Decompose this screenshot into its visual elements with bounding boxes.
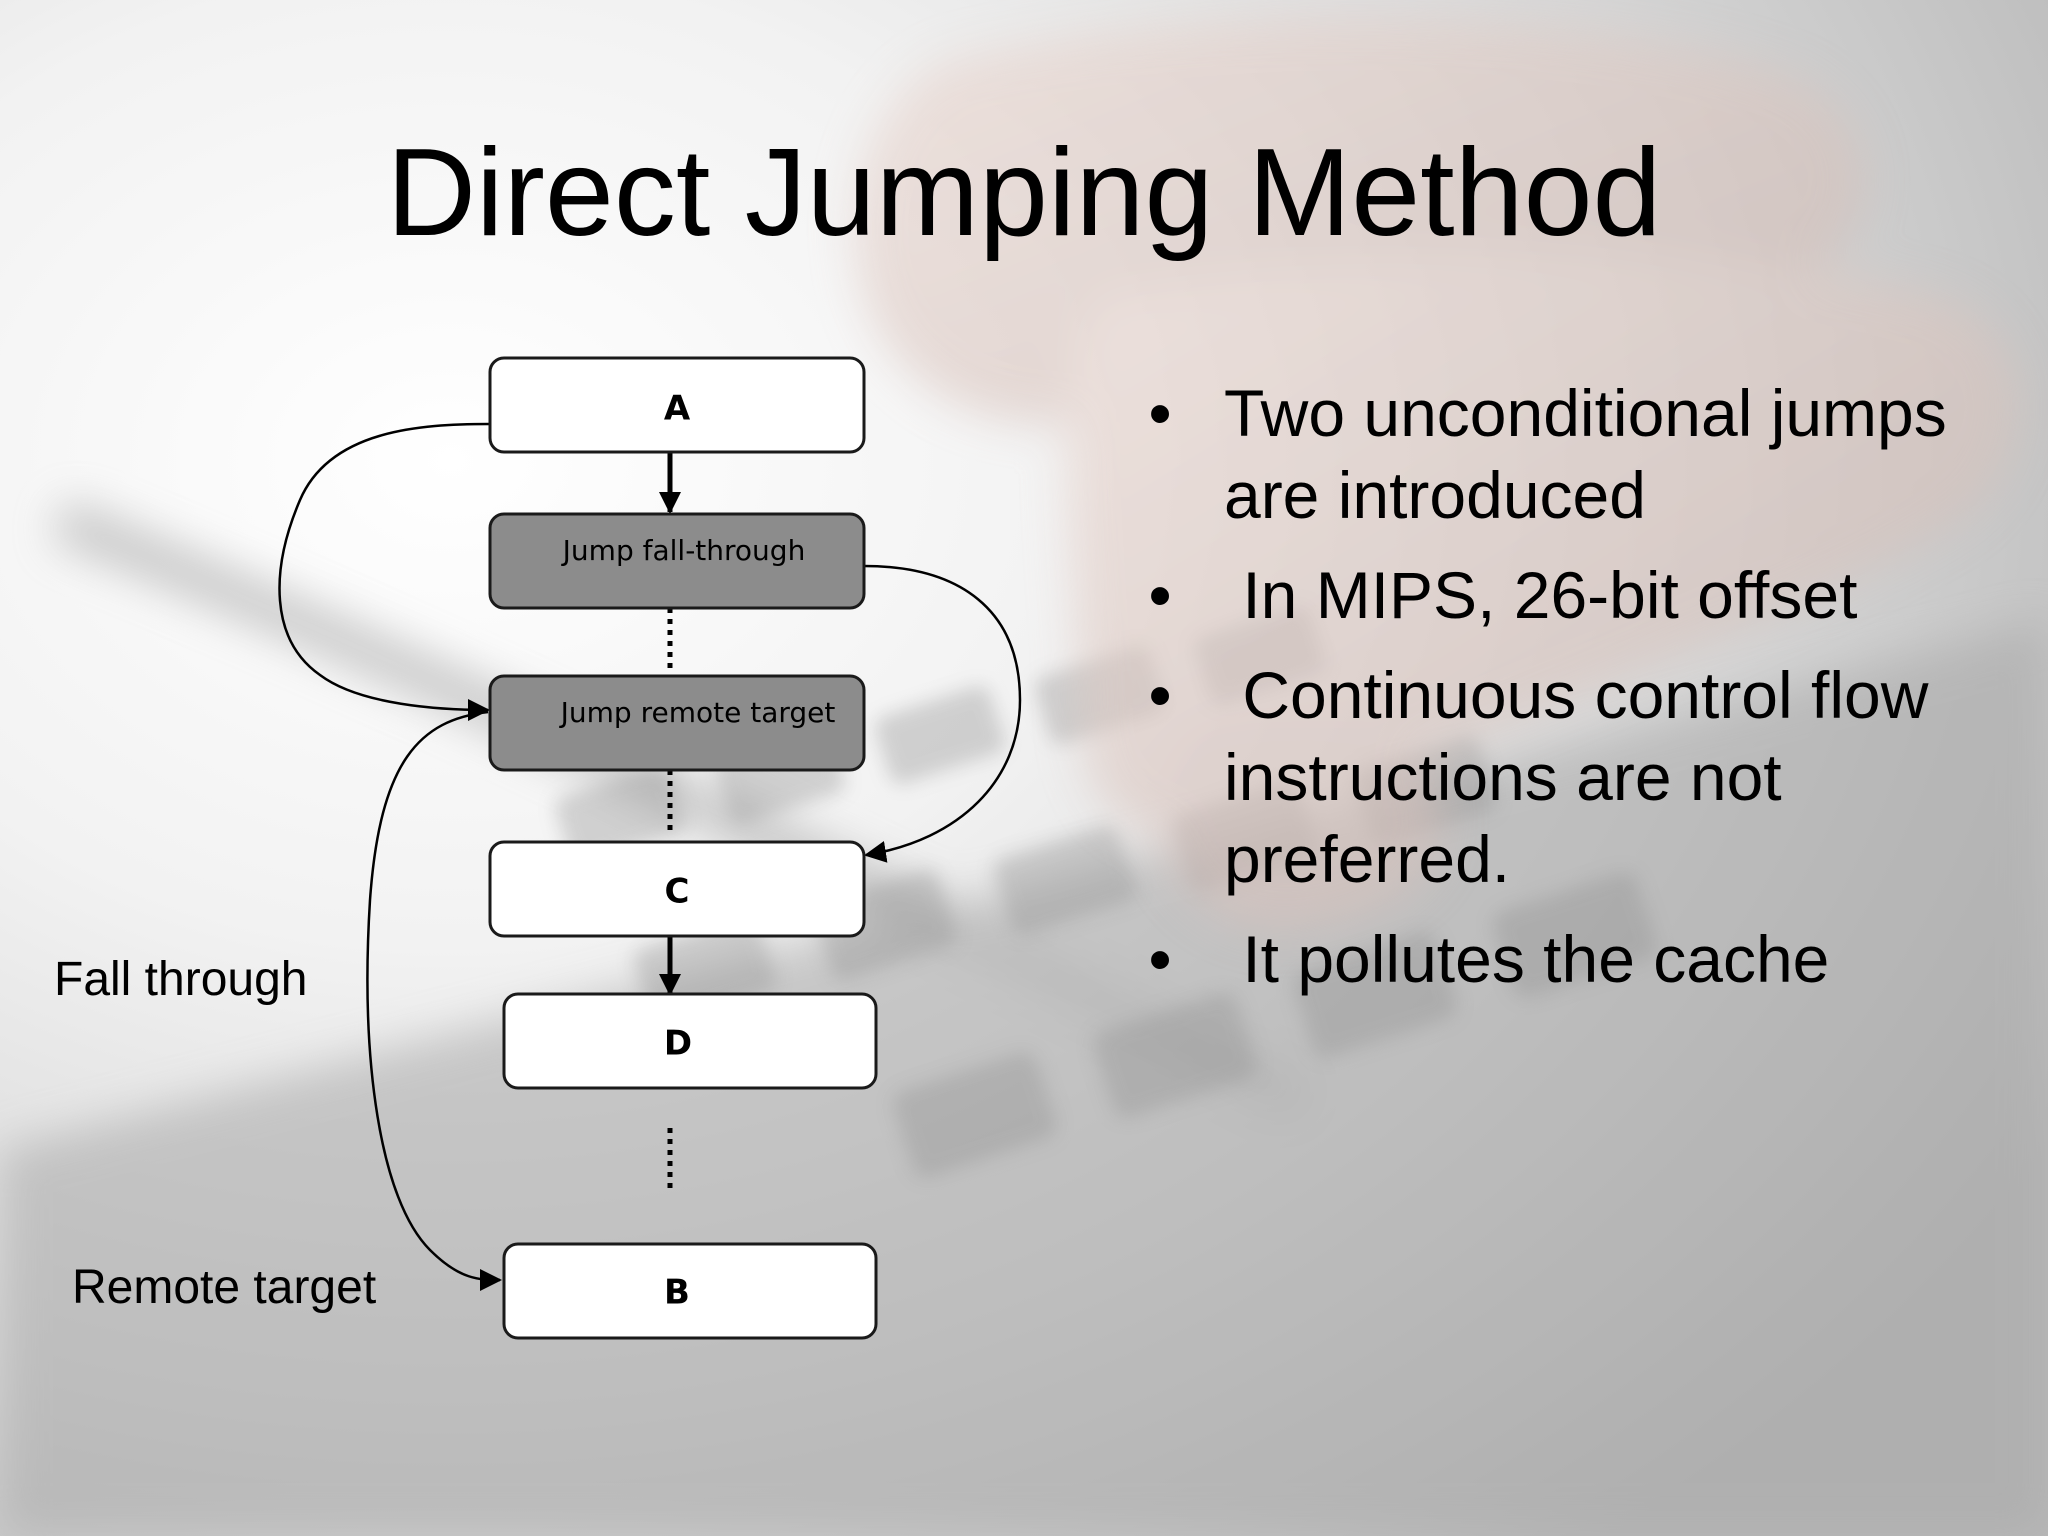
node-a-label: A <box>664 389 691 429</box>
node-jump-remote-target: Jump remote target <box>488 674 866 772</box>
bullet-glyph: • <box>1148 658 1172 732</box>
node-b-label: B <box>664 1273 690 1313</box>
node-jump-remote-target-label: Jump remote target <box>559 696 836 729</box>
bullet-text: It pollutes the cache <box>1224 922 1830 996</box>
node-d: D <box>502 992 878 1090</box>
edge-a-to-jump-remote-target <box>278 422 491 721</box>
bullet-text: Two unconditional jumps are introduced <box>1224 376 1947 532</box>
edge-jump-fall-through-to-c <box>863 564 1022 863</box>
node-c: C <box>488 840 866 938</box>
bullet-glyph: • <box>1148 558 1172 632</box>
bullet-text: In MIPS, 26-bit offset <box>1224 558 1858 632</box>
remote-target-label: Remote target <box>72 1261 377 1314</box>
slide-title: Direct Jumping Method <box>386 124 1662 262</box>
bullet-item: • It pollutes the cache <box>1140 918 2020 1000</box>
node-b: B <box>502 1242 878 1340</box>
bullet-item: • In MIPS, 26-bit offset <box>1140 554 2020 636</box>
node-d-label: D <box>664 1024 692 1064</box>
edge-jump-remote-target-to-b <box>366 710 502 1291</box>
bullet-text: Continuous control flow instructions are… <box>1224 658 1947 896</box>
bullet-list: • Two unconditional jumps are introduced… <box>1140 372 2020 1018</box>
node-jump-fall-through-label: Jump fall-through <box>561 534 806 567</box>
bullet-item: • Continuous control flow instructions a… <box>1140 654 2020 900</box>
bullet-glyph: • <box>1148 376 1172 450</box>
fall-through-label: Fall through <box>54 953 308 1006</box>
node-a: A <box>488 356 866 454</box>
bullet-item: • Two unconditional jumps are introduced <box>1140 372 2020 536</box>
node-c-label: C <box>665 872 690 912</box>
node-jump-fall-through: Jump fall-through <box>488 512 866 610</box>
bullet-glyph: • <box>1148 922 1172 996</box>
